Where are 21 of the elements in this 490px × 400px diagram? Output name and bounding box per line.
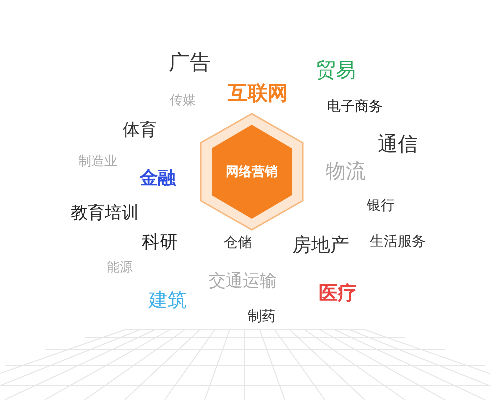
keyword-text: 贸易	[316, 60, 356, 80]
keyword-text: 医疗	[319, 284, 357, 304]
keyword-text: 房地产	[292, 236, 350, 256]
keyword-text: 金融	[140, 170, 176, 188]
keyword-text: 交通运输	[209, 274, 277, 290]
keyword-text: 互联网	[228, 83, 288, 103]
keyword-text: 银行	[367, 199, 395, 213]
keyword-text: 通信	[378, 134, 418, 154]
keyword-text: 物流	[326, 161, 366, 181]
keyword-text: 体育	[123, 122, 157, 140]
keyword-text: 电子商务	[327, 100, 383, 114]
keyword-text: 生活服务	[370, 235, 426, 249]
keyword-text: 能源	[107, 262, 133, 274]
keyword-text: 教育培训	[71, 206, 139, 222]
keyword-text: 科研	[142, 234, 178, 252]
keyword-text: 建筑	[149, 292, 187, 310]
keyword-text: 制造业	[78, 156, 118, 168]
keyword-text: 传媒	[170, 94, 196, 108]
keyword-text: 制药	[248, 310, 276, 324]
center-label: 网络营销	[226, 164, 278, 181]
keyword-text: 广告	[169, 52, 211, 74]
